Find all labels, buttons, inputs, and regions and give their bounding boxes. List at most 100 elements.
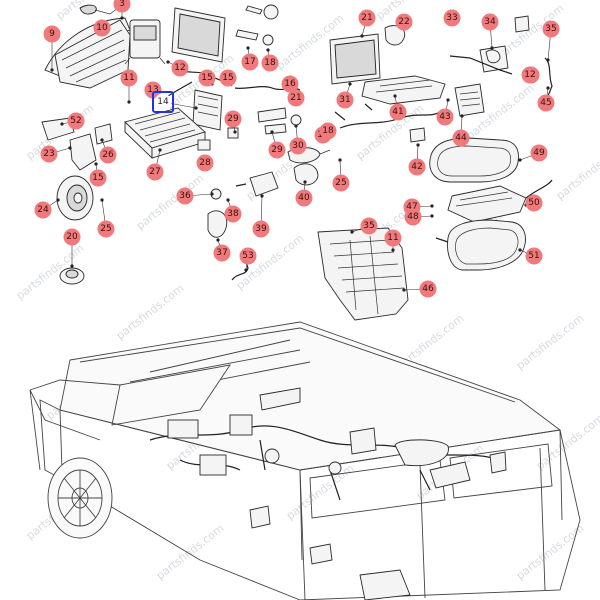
callout-bubble[interactable] (395, 13, 413, 31)
callout-bubble[interactable] (198, 69, 216, 87)
callout-9[interactable]: 9 (43, 25, 61, 43)
callout-bubble[interactable] (452, 129, 470, 147)
callout-bubble[interactable] (358, 9, 376, 27)
callout-bubble[interactable] (521, 66, 539, 84)
part-bracket-34[interactable] (479, 45, 509, 73)
callout-45[interactable]: 45 (537, 94, 555, 112)
callout-bubble[interactable] (287, 89, 305, 107)
callout-bubble[interactable] (219, 69, 237, 87)
callout-29[interactable]: 29 (224, 110, 242, 128)
callout-33[interactable]: 33 (443, 9, 461, 27)
callout-bubble[interactable] (537, 94, 555, 112)
callout-15[interactable]: 15 (89, 169, 107, 187)
callout-21[interactable]: 21 (358, 9, 376, 27)
callout-bubble[interactable] (89, 169, 107, 187)
callout-22[interactable]: 22 (395, 13, 413, 31)
part-42[interactable] (409, 127, 426, 143)
part-top-right-clip[interactable] (514, 15, 530, 33)
callout-bubble[interactable] (408, 158, 426, 176)
callout-49[interactable]: 49 (530, 144, 548, 162)
callout-27[interactable]: 27 (146, 163, 164, 181)
callout-29[interactable]: 29 (268, 141, 286, 159)
part-23[interactable] (69, 133, 97, 171)
callout-25[interactable]: 25 (97, 220, 115, 238)
callout-bubble[interactable] (99, 146, 117, 164)
part-bracket-52[interactable] (41, 117, 75, 141)
callout-10[interactable]: 10 (93, 19, 111, 37)
part-display-frame[interactable] (171, 7, 226, 63)
callout-53[interactable]: 53 (239, 247, 257, 265)
callout-41[interactable]: 41 (389, 103, 407, 121)
callout-bubble[interactable] (252, 220, 270, 238)
callout-48[interactable]: 48 (404, 208, 422, 226)
callout-30[interactable]: 30 (289, 137, 307, 155)
callout-28[interactable]: 28 (196, 154, 214, 172)
part-console-41[interactable] (361, 75, 446, 105)
callout-bubble[interactable] (213, 244, 231, 262)
part-28[interactable] (197, 139, 211, 151)
callout-15[interactable]: 15 (198, 69, 216, 87)
callout-12[interactable]: 12 (521, 66, 539, 84)
callout-34[interactable]: 34 (481, 13, 499, 31)
callout-bubble[interactable] (289, 137, 307, 155)
callout-31[interactable]: 31 (336, 91, 354, 109)
callout-15[interactable]: 15 (219, 69, 237, 87)
callout-17[interactable]: 17 (241, 53, 259, 71)
callout-bubble[interactable] (268, 141, 286, 159)
callout-25[interactable]: 25 (332, 174, 350, 192)
part-sunroof-frame-51[interactable] (435, 219, 526, 271)
callout-bubble[interactable] (224, 205, 242, 223)
callout-bubble[interactable] (224, 110, 242, 128)
callout-37[interactable]: 37 (213, 244, 231, 262)
callout-14[interactable]: 14 (154, 93, 172, 111)
callout-bubble[interactable] (295, 189, 313, 207)
callout-bubble[interactable] (443, 9, 461, 27)
callout-bubble[interactable] (93, 19, 111, 37)
part-39[interactable] (235, 171, 279, 197)
callout-12[interactable]: 12 (171, 59, 189, 77)
callout-bubble[interactable] (196, 154, 214, 172)
part-small-items-top[interactable] (235, 4, 279, 46)
callout-bubble[interactable] (281, 75, 299, 93)
callout-bubble[interactable] (389, 103, 407, 121)
callout-bubble[interactable] (525, 247, 543, 265)
callout-46[interactable]: 46 (419, 280, 437, 298)
highlighted-part-box[interactable] (152, 91, 174, 113)
part-22[interactable] (384, 25, 406, 46)
callout-bubble[interactable] (144, 81, 162, 99)
callout-18[interactable]: 18 (261, 54, 279, 72)
callout-bubble[interactable] (404, 208, 422, 226)
part-console-50[interactable] (447, 179, 553, 223)
callout-42[interactable]: 42 (408, 158, 426, 176)
part-44[interactable] (454, 83, 485, 117)
part-module-27[interactable] (124, 107, 206, 160)
part-speaker-24[interactable] (56, 175, 94, 221)
callout-50[interactable]: 50 (525, 194, 543, 212)
part-sunroof-glass-49[interactable] (429, 137, 519, 183)
callout-bubble[interactable] (120, 69, 138, 87)
callout-3[interactable]: 3 (113, 0, 131, 13)
callout-11[interactable]: 11 (384, 229, 402, 247)
part-dash-assembly[interactable] (44, 4, 131, 89)
callout-16[interactable]: 16 (281, 75, 299, 93)
callout-bubble[interactable] (97, 220, 115, 238)
part-29[interactable] (227, 107, 287, 139)
part-module-10[interactable] (124, 19, 166, 65)
callout-43[interactable]: 43 (436, 108, 454, 126)
callout-bubble[interactable] (113, 0, 131, 13)
callout-24[interactable]: 24 (34, 201, 52, 219)
callout-bubble[interactable] (63, 228, 81, 246)
callout-36[interactable]: 36 (176, 187, 194, 205)
callout-44[interactable]: 44 (452, 129, 470, 147)
callout-bubble[interactable] (319, 122, 337, 140)
callout-35[interactable]: 35 (542, 20, 560, 38)
callout-bubble[interactable] (525, 194, 543, 212)
part-37[interactable] (207, 210, 228, 238)
callout-bubble[interactable] (530, 144, 548, 162)
part-screen-31[interactable] (329, 33, 381, 85)
callout-bubble[interactable] (154, 93, 172, 111)
callout-bubble[interactable] (176, 187, 194, 205)
callout-bubble[interactable] (360, 217, 378, 235)
callout-bubble[interactable] (239, 247, 257, 265)
callout-26[interactable]: 26 (99, 146, 117, 164)
